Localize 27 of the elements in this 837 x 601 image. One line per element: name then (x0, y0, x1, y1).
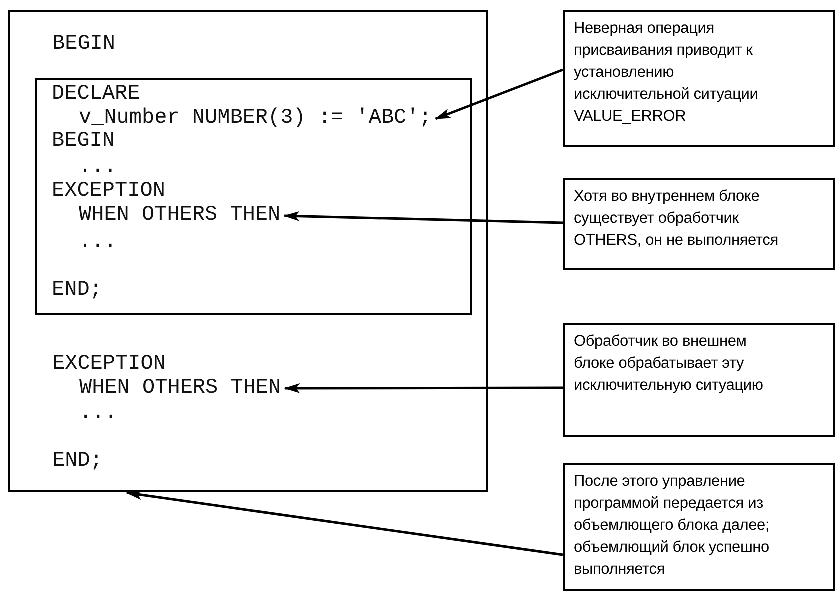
code-line: DECLARE (52, 83, 140, 107)
code-line: BEGIN (52, 32, 116, 56)
code-line: BEGIN (52, 130, 116, 154)
arrow (284, 383, 563, 394)
callout-text: Хотя во внутреннем блоке существует обработчик OTHERS, он не выполняется (574, 187, 780, 251)
arrow (126, 490, 564, 556)
callout-box (563, 463, 835, 591)
arrow (284, 211, 564, 224)
code-line: ... (79, 231, 117, 255)
code-line: END; (52, 279, 102, 303)
callout-box (563, 10, 835, 147)
callout-text: Обработчик во внешнем блоке обрабатывает эту исключительную ситуацию (574, 332, 764, 396)
code-line: WHEN OTHERS THEN (80, 376, 282, 400)
code-block-frame (8, 10, 488, 492)
callout-box (563, 178, 835, 270)
code-line: ... (80, 402, 118, 426)
callout-box (563, 323, 835, 437)
code-line: WHEN OTHERS THEN (79, 204, 281, 228)
code-line: EXCEPTION (52, 180, 166, 204)
callout-text: Неверная операция присваивания приводит к установлению исключительной ситуации VALUE_ERROR (574, 19, 760, 127)
code-block-frame (34, 78, 472, 314)
code-line: EXCEPTION (52, 352, 166, 376)
callout-text: После этого управление программой передается из объемлющего блока далее; объемлющий блок успешно выполняется (574, 472, 771, 580)
code-line: ... (79, 156, 117, 180)
code-line: END; (52, 450, 103, 474)
code-line: v_Number NUMBER(3) := 'ABC'; (79, 107, 432, 131)
arrow (434, 68, 564, 120)
